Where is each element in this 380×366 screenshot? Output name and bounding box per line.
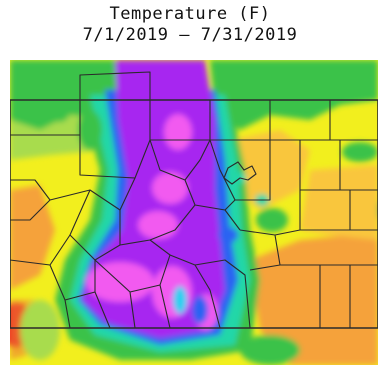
magenta-region-north-peak xyxy=(164,114,192,150)
state-border xyxy=(10,99,378,329)
teal-region-east-1 xyxy=(230,172,246,184)
map-title-block: Temperature (F) 7/1/2019 – 7/31/2019 xyxy=(0,0,380,58)
magenta-region-central-1 xyxy=(152,172,188,204)
county-lines-metro xyxy=(223,161,257,185)
county-lines-east-2 xyxy=(300,140,378,328)
county-lines-front-range xyxy=(209,139,271,211)
temperature-map-svg xyxy=(10,60,378,365)
green-region-northwest-3 xyxy=(50,98,70,122)
green-region-south xyxy=(240,335,300,365)
map-date-range: 7/1/2019 – 7/31/2019 xyxy=(82,25,298,45)
magenta-region-southwest xyxy=(86,262,154,302)
magenta-region-south xyxy=(152,266,192,318)
blue-region-south xyxy=(192,296,208,324)
green-region-northwest-2 xyxy=(282,78,318,102)
county-boundaries xyxy=(10,71,378,329)
county-lines-south-central xyxy=(169,254,251,329)
magenta-region-central-2 xyxy=(138,211,178,239)
green-region-northwest-1 xyxy=(78,110,102,150)
map-title: Temperature (F) xyxy=(109,4,271,24)
lightgreen-region-southwest xyxy=(20,300,60,360)
county-lines-west xyxy=(10,177,136,221)
temperature-map xyxy=(10,60,378,365)
cyan-region-south xyxy=(173,286,187,314)
county-lines-southwest xyxy=(10,234,171,329)
blue-region-east xyxy=(218,227,238,243)
county-lines-central-west xyxy=(94,239,171,293)
green-region-east-1 xyxy=(256,208,288,232)
lightorange-region-east xyxy=(300,165,378,240)
county-lines-northwest xyxy=(10,100,151,179)
orange-region-east xyxy=(250,235,378,365)
green-region-east-2 xyxy=(342,142,378,162)
